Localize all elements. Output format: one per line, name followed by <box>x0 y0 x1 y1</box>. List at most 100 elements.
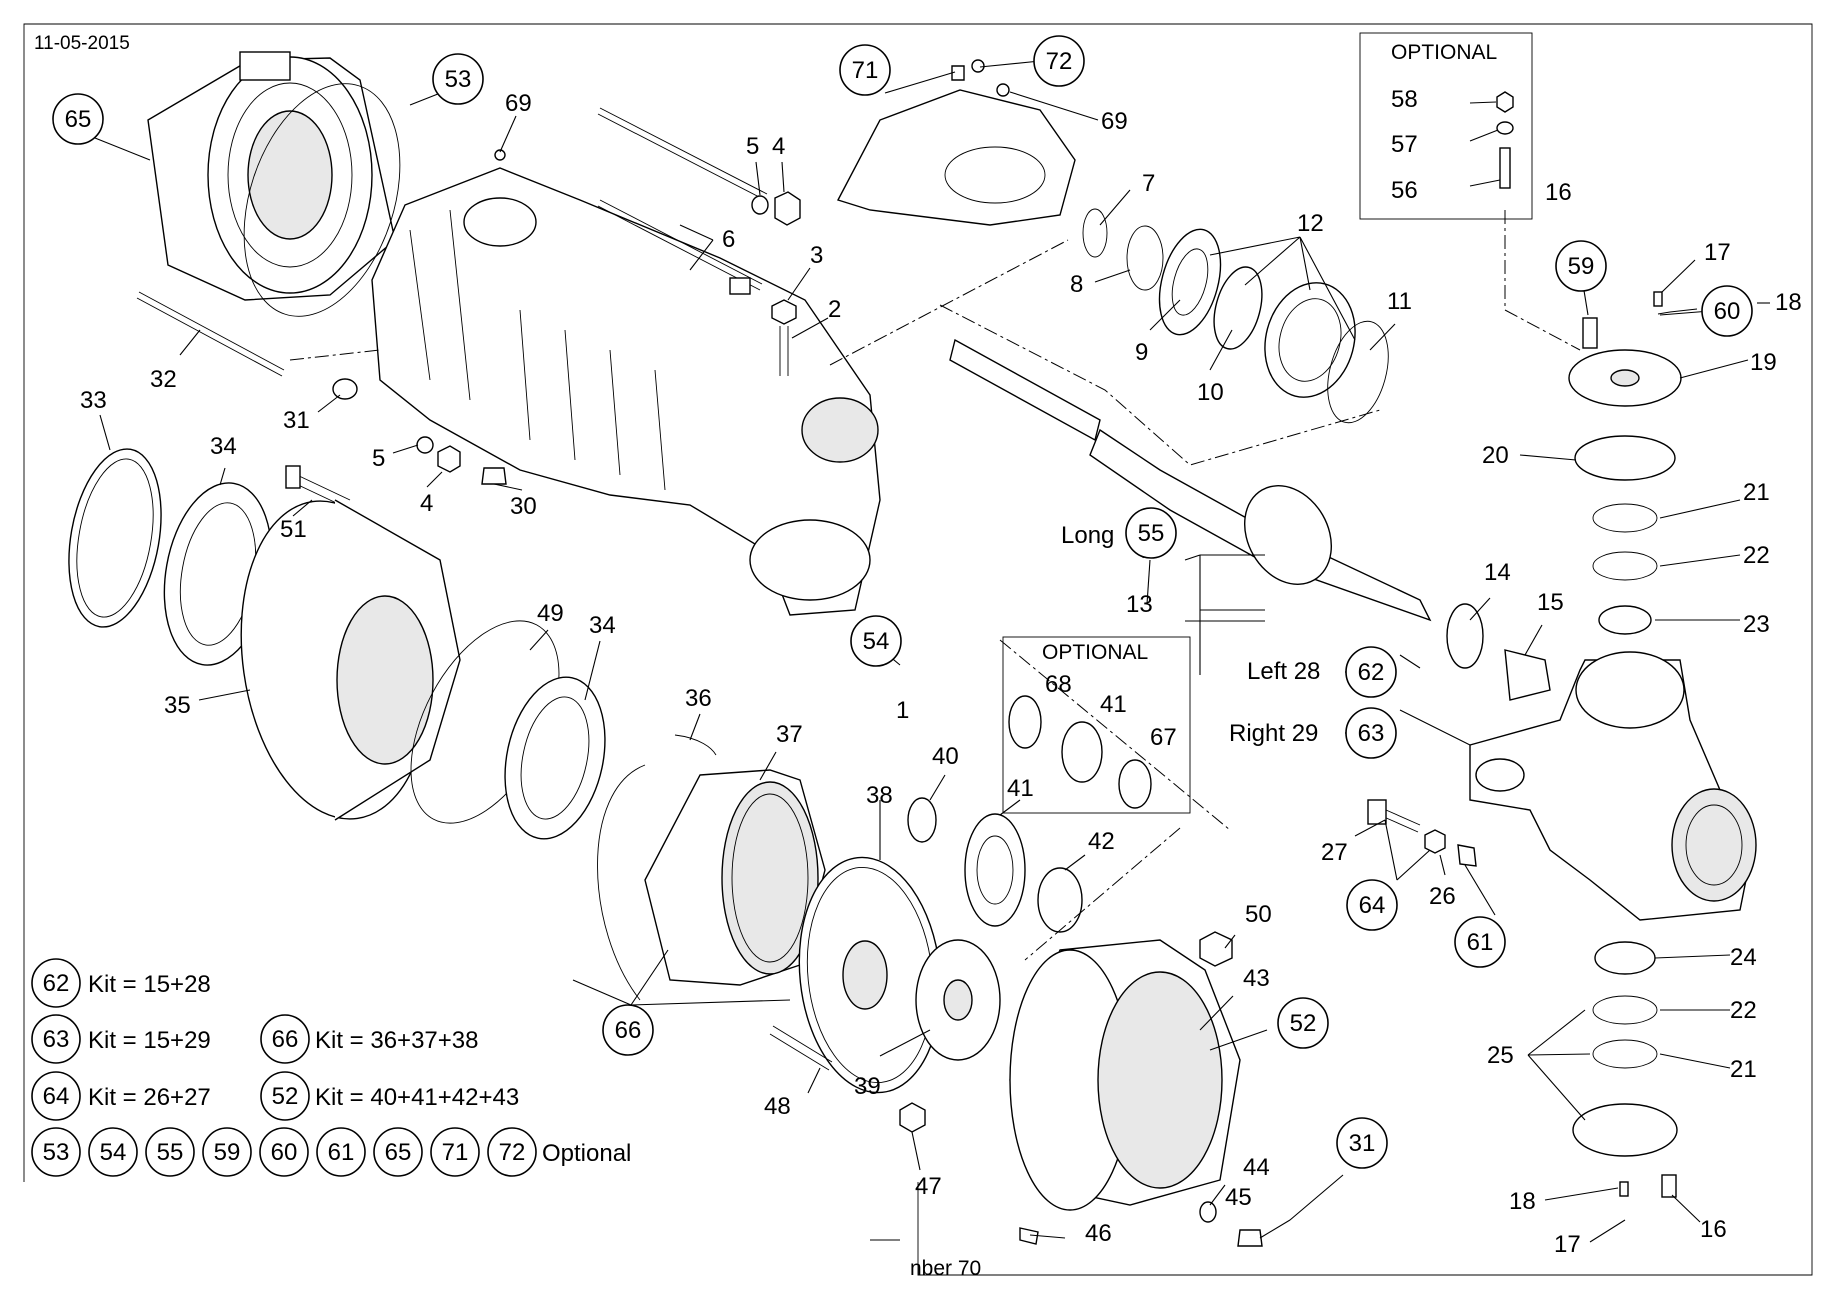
callout-41-optional: 41 <box>1100 691 1127 718</box>
part-22-ring <box>1592 551 1658 581</box>
part-axle-housing <box>371 167 881 616</box>
callout-39: 39 <box>854 1073 881 1100</box>
callout-41: 41 <box>1007 775 1034 802</box>
svg-text:55: 55 <box>157 1139 184 1166</box>
callout-5-lower: 5 <box>372 445 385 472</box>
part-35-hub-flange <box>240 499 461 821</box>
callout-69-detail: 69 <box>1101 108 1128 135</box>
circled-callout-31: 31 <box>1336 1117 1388 1169</box>
circled-callout-60: 60 <box>1701 285 1753 337</box>
part-39-thrust-plate-hole <box>943 979 973 1021</box>
svg-text:63: 63 <box>1358 720 1385 747</box>
callout-34-right: 34 <box>589 612 616 639</box>
callout-30: 30 <box>510 493 537 520</box>
svg-text:53: 53 <box>445 66 472 93</box>
callout-17-bottom: 17 <box>1554 1231 1581 1258</box>
svg-text:Kit = 15+29: Kit = 15+29 <box>88 1027 211 1054</box>
callout-10: 10 <box>1197 379 1224 406</box>
svg-text:Kit = 36+37+38: Kit = 36+37+38 <box>315 1027 478 1054</box>
callout-7: 7 <box>1142 170 1155 197</box>
callout-48: 48 <box>764 1093 791 1120</box>
svg-text:61: 61 <box>1467 929 1494 956</box>
part-16-bolt-lower <box>1661 1174 1677 1198</box>
callout-5-top: 5 <box>746 133 759 160</box>
part-71-plug <box>951 65 965 81</box>
callout-34-left: 34 <box>210 433 237 460</box>
part-57-washer <box>1496 121 1514 135</box>
circled-callout-62: 62 <box>1345 646 1397 698</box>
part-26-nut <box>1424 829 1446 854</box>
callout-18-top: 18 <box>1775 289 1802 316</box>
callout-57: 57 <box>1391 131 1418 158</box>
optional-box-top-title: OPTIONAL <box>1391 41 1497 64</box>
part-7-circlip <box>1082 208 1108 258</box>
part-68-gear <box>1008 695 1042 749</box>
callout-18-bottom: 18 <box>1509 1188 1536 1215</box>
callout-25: 25 <box>1487 1042 1514 1069</box>
svg-text:53: 53 <box>43 1139 70 1166</box>
callout-33: 33 <box>80 387 107 414</box>
callout-24: 24 <box>1730 944 1757 971</box>
callout-2: 2 <box>828 296 841 323</box>
svg-text:59: 59 <box>1568 253 1595 280</box>
part-36-snap-ring-top <box>674 734 717 756</box>
part-6-bolt-b <box>597 199 763 291</box>
callout-9: 9 <box>1135 339 1148 366</box>
circled-callout-55: 55 <box>1125 507 1177 559</box>
label-right: Right 29 <box>1229 720 1318 747</box>
part-6-bolt-head <box>729 277 751 295</box>
callout-46: 46 <box>1085 1220 1112 1247</box>
optional-item-60: 60 <box>259 1127 309 1177</box>
callout-19: 19 <box>1750 349 1777 376</box>
part-34-bearing-right <box>504 676 606 840</box>
part-17-nipple <box>1653 291 1663 307</box>
callout-26: 26 <box>1429 883 1456 910</box>
svg-text:54: 54 <box>863 628 890 655</box>
circled-callout-53: 53 <box>432 53 484 105</box>
callout-31-housing: 31 <box>283 407 310 434</box>
callout-21-top: 21 <box>1743 479 1770 506</box>
circled-callout-54: 54 <box>850 615 902 667</box>
callout-35: 35 <box>164 692 191 719</box>
callout-36: 36 <box>685 685 712 712</box>
circled-callout-61: 61 <box>1454 916 1506 968</box>
callout-6: 6 <box>722 226 735 253</box>
optional-item-55: 55 <box>145 1127 195 1177</box>
part-14-bearing <box>1446 603 1484 669</box>
svg-text:72: 72 <box>499 1139 526 1166</box>
part-69-plug-main <box>494 149 506 161</box>
part-33-seal-inner <box>76 458 154 618</box>
callout-16-top: 16 <box>1545 179 1572 206</box>
part-32-stud <box>136 291 285 377</box>
svg-text:60: 60 <box>271 1139 298 1166</box>
svg-text:66: 66 <box>615 1017 642 1044</box>
callout-16-bottom: 16 <box>1700 1216 1727 1243</box>
part-5-washer-lower <box>416 436 434 454</box>
svg-text:55: 55 <box>1138 520 1165 547</box>
kit-52: 52 Kit = 40+41+42+43 <box>260 1071 519 1121</box>
centerline-hub <box>289 349 1231 961</box>
part-19-kingpin-cap-hole <box>1610 369 1640 387</box>
callout-32: 32 <box>150 366 177 393</box>
centerline-kingpin <box>1504 210 1581 351</box>
part-67-gear <box>1118 759 1152 809</box>
callout-numbers: 69 5 4 6 3 2 32 31 5 4 30 33 34 51 35 49… <box>80 86 1802 1258</box>
svg-text:71: 71 <box>852 57 879 84</box>
part-61-bushing <box>1457 844 1477 867</box>
callout-56: 56 <box>1391 177 1418 204</box>
part-housing-detail-top <box>836 89 1076 226</box>
svg-text:72: 72 <box>1046 48 1073 75</box>
part-31-plug <box>332 378 358 400</box>
part-23-bearing <box>1598 605 1652 635</box>
circled-callout-66: 66 <box>602 1004 654 1056</box>
svg-text:Kit = 40+41+42+43: Kit = 40+41+42+43 <box>315 1084 519 1111</box>
part-18-nipple-lower <box>1619 1181 1629 1197</box>
svg-text:54: 54 <box>100 1139 127 1166</box>
callout-22-top: 22 <box>1743 542 1770 569</box>
part-45-plug <box>1237 1229 1263 1247</box>
part-12-bearing-cup-inner <box>1278 298 1342 382</box>
callout-68: 68 <box>1045 671 1072 698</box>
circled-callout-72: 72 <box>1033 35 1085 87</box>
callout-51: 51 <box>280 516 307 543</box>
circled-callout-71: 71 <box>839 44 891 96</box>
